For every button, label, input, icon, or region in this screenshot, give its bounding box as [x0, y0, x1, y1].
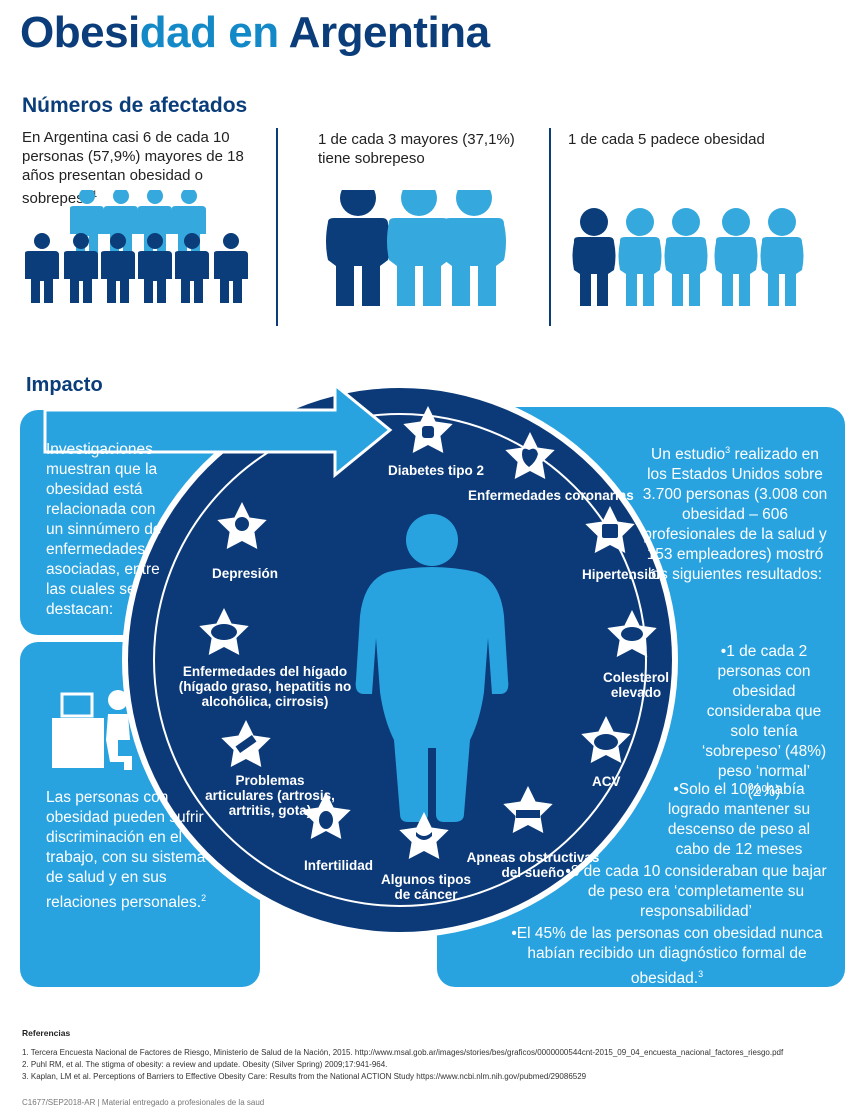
broken-heart-icon	[522, 448, 538, 467]
stat-text-1: En Argentina casi 6 de cada 10 personas …	[22, 129, 244, 207]
desk-worker-icon	[52, 690, 132, 770]
stat-text-2: 1 de cada 3 mayores (37,1%) tiene sobrep…	[318, 131, 515, 167]
disease-label: Algunos tipos de cáncer	[381, 872, 471, 902]
bed-icon	[516, 810, 540, 818]
disease-label: Infertilidad	[304, 858, 374, 873]
dna-icon	[416, 832, 432, 840]
disease-label: Diabetes tipo 2	[388, 463, 485, 478]
pregnant-icon	[319, 811, 333, 829]
disease-label: Enfermedades del hígado (hígado graso, h…	[178, 664, 352, 709]
person-icon	[355, 514, 509, 822]
reference-item: 3. Kaplan, LM et al. Perceptions of Barr…	[22, 1072, 587, 1081]
right-panel-intro: Un estudio3 realizado en los Estados Uni…	[642, 445, 828, 584]
disease-label: Hipertensión	[582, 567, 665, 582]
result-bullet-1: •1 de cada 2 personas con obesidad consi…	[701, 643, 827, 800]
result-bullet-3: •8 de cada 10 consideraban que bajar de …	[565, 863, 827, 920]
inner-ring	[153, 413, 647, 907]
disease-label: Apneas obstructivas del sueño	[466, 850, 600, 880]
stat-text-3: 1 de cada 5 padece obesidad	[568, 131, 765, 148]
references-title: Referencias	[22, 1028, 71, 1038]
reference-item: 1. Tercera Encuesta Nacional de Factores…	[22, 1048, 784, 1057]
brain-icon	[594, 734, 618, 750]
hand-icon	[422, 426, 434, 438]
divider	[276, 128, 278, 326]
section-impact-heading: Impacto	[26, 374, 103, 396]
liver-icon	[211, 624, 237, 640]
disease-label: Depresión	[212, 566, 279, 581]
left-panel-text-2: Las personas con obesidad pueden sufrir …	[46, 789, 207, 912]
blood-pressure-icon	[602, 524, 618, 538]
divider	[549, 128, 551, 326]
disease-label: Problemas articulares (artrosis, artriti…	[205, 773, 335, 818]
left-panel-text: Investigaciones muestran que la obesidad…	[46, 441, 162, 618]
footer: C1677/SEP2018-AR | Material entregado a …	[22, 1098, 265, 1107]
section-numbers-heading: Números de afectados	[22, 94, 248, 117]
arrow-icon	[43, 381, 393, 479]
disease-label: Enfermedades coronarias	[468, 488, 634, 503]
artery-icon	[621, 627, 643, 641]
depressed-person-icon	[235, 517, 249, 531]
result-bullet-4: •El 45% de las personas con obesidad nun…	[511, 925, 823, 988]
page-title: Obesidad en Argentina	[20, 8, 490, 57]
reference-item: 2. Puhl RM, et al. The stigma of obesity…	[22, 1060, 388, 1069]
disease-label: ACV	[592, 774, 621, 789]
disease-label: Colesterol elevado	[602, 670, 670, 700]
result-bullet-2: •Solo el 10% había logrado mantener su d…	[667, 781, 811, 858]
bone-icon	[235, 734, 257, 754]
